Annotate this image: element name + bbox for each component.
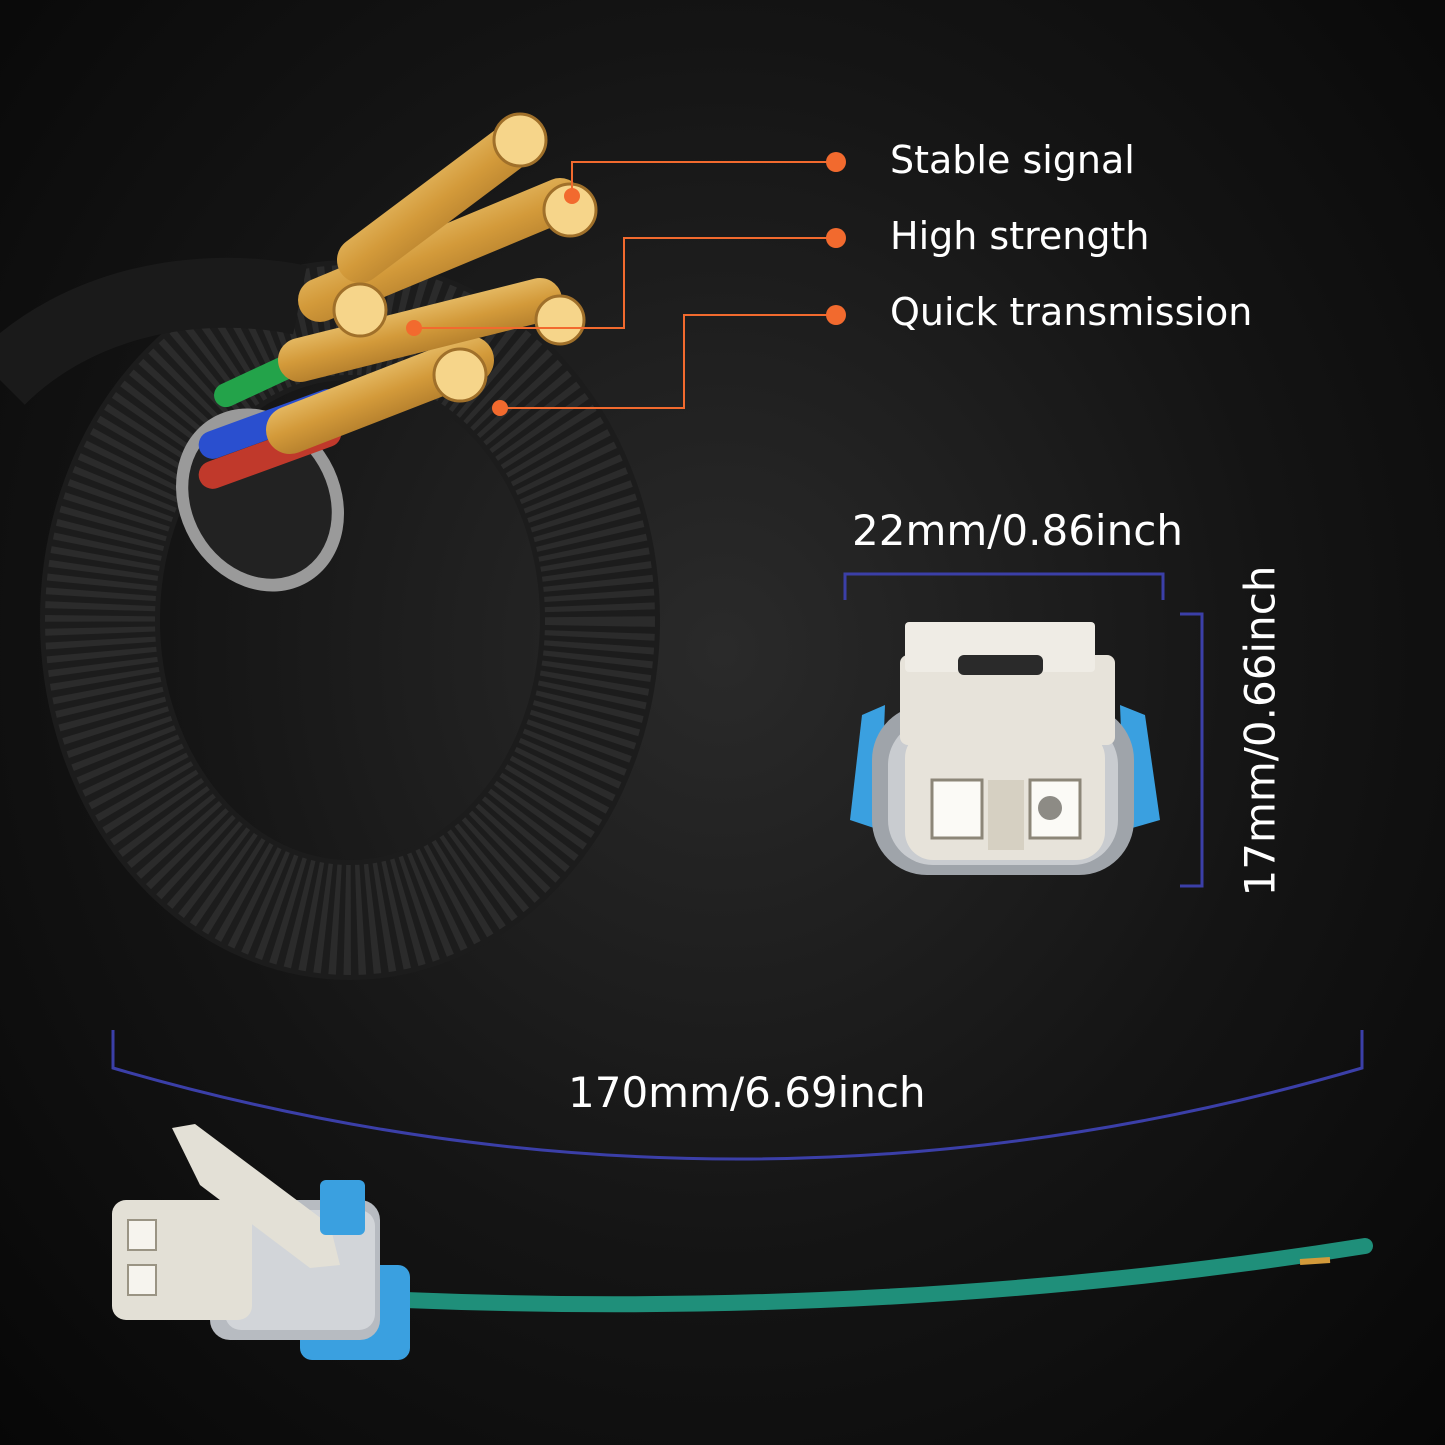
callout-dot-stable-signal [826,152,846,172]
width-dimension-label: 22mm/0.86inch [852,506,1183,555]
feature-high-strength: High strength [890,214,1150,258]
callout-line-high-strength [414,237,836,329]
copper-strands [266,112,598,454]
callout-dot-high-strength [826,228,846,248]
length-dimension-label: 170mm/6.69inch [568,1068,926,1117]
length-dimension-arc [111,1030,1364,1161]
height-dimension-line [1180,612,1204,888]
pigtail-connector [112,1124,410,1360]
pigtail-wire [397,1238,1373,1313]
callout-line-stable-signal [571,161,836,196]
callout-dot-quick-transmission [826,305,846,325]
feature-quick-transmission: Quick transmission [890,290,1253,334]
width-dimension-line [843,572,1165,600]
callout-line-quick-transmission [500,314,836,409]
feature-stable-signal: Stable signal [890,138,1135,182]
